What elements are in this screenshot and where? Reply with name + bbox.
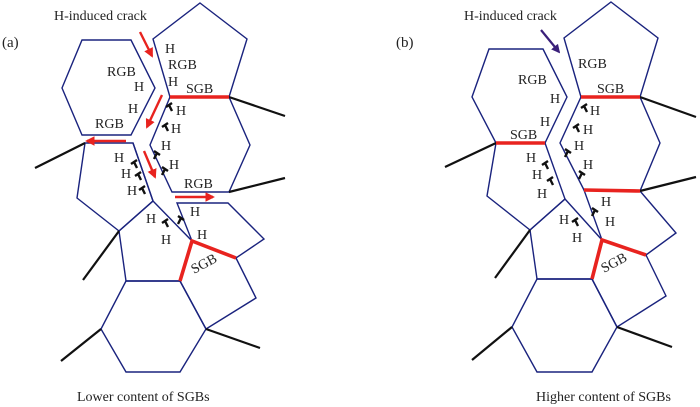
dislocation-symbol xyxy=(590,207,599,217)
h-label: H xyxy=(114,151,124,166)
external-boundaries-b xyxy=(444,95,697,361)
crack-arrows-a xyxy=(85,31,215,202)
panel-b: (b) H-induced crack xyxy=(396,1,697,405)
h-label: H xyxy=(171,122,181,137)
sgb-label: SGB xyxy=(597,82,624,97)
h-label: H xyxy=(601,195,611,210)
dislocation-symbol xyxy=(563,148,572,158)
dislocation-symbol xyxy=(160,166,169,176)
panel-label-b: (b) xyxy=(396,35,414,51)
sgb-bottom-a xyxy=(178,238,237,282)
dislocation-symbol xyxy=(176,215,185,225)
grain-bottom-hexagon xyxy=(100,280,207,373)
dislocation-symbol xyxy=(546,176,555,186)
crack-edge xyxy=(132,142,154,202)
h-label: H xyxy=(526,151,536,166)
dislocation-symbol xyxy=(580,103,589,113)
dislocations-b xyxy=(541,103,599,227)
arrow-icon xyxy=(138,31,154,58)
ext-boundary xyxy=(82,230,120,281)
ext-boundary xyxy=(616,325,673,349)
h-label: H xyxy=(169,158,179,173)
ext-boundary xyxy=(471,326,513,361)
grains-a xyxy=(61,2,266,373)
h-label: H xyxy=(590,104,600,119)
rgb-label: RGB xyxy=(107,65,136,80)
dislocation-symbol xyxy=(130,159,139,169)
dislocations-a xyxy=(130,102,185,228)
ext-boundary xyxy=(34,142,86,169)
caption-a: Lower content of SGBs xyxy=(77,390,210,405)
dislocation-symbol xyxy=(152,150,161,160)
h-label: H xyxy=(165,42,175,57)
rgb-label: RGB xyxy=(168,58,197,73)
dislocation-symbol xyxy=(161,122,170,132)
ext-boundary xyxy=(228,95,286,118)
arrow-icon xyxy=(540,29,561,54)
arrow-icon xyxy=(142,150,157,179)
sgb-label: SGB xyxy=(189,252,220,278)
h-label: H xyxy=(176,104,186,119)
h-label: H xyxy=(540,115,550,130)
dislocation-symbol xyxy=(572,123,581,133)
ext-boundary xyxy=(639,95,697,119)
grain-lower-right-pentagon xyxy=(179,240,257,330)
dislocation-symbol xyxy=(577,170,586,180)
rgb-label: RGB xyxy=(578,57,607,72)
h-label: H xyxy=(605,215,615,230)
h-label: H xyxy=(128,102,138,117)
h-label: H xyxy=(134,80,144,95)
grain-right-pentagon xyxy=(175,202,266,259)
dislocation-symbol xyxy=(161,218,170,228)
ext-boundary xyxy=(444,142,497,168)
h-label: H xyxy=(190,205,200,220)
rgb-label: RGB xyxy=(184,177,213,192)
h-label: H xyxy=(559,213,569,228)
h-label: H xyxy=(161,233,171,248)
ext-boundary xyxy=(228,176,286,194)
grain-bottom-hexagon xyxy=(511,278,618,373)
panel-label-a: (a) xyxy=(2,35,19,51)
dislocation-symbol xyxy=(134,171,143,181)
sgb-bottom-b xyxy=(590,237,647,280)
sgb-label: SGB xyxy=(186,82,213,97)
h-label: H xyxy=(574,139,584,154)
caption-b: Higher content of SGBs xyxy=(536,390,671,405)
grain-upper-left-hexagon xyxy=(61,39,156,136)
rgb-label: RGB xyxy=(518,73,547,88)
sgb-label: SGB xyxy=(510,128,537,143)
h-label: H xyxy=(197,228,207,243)
dislocation-symbol xyxy=(541,160,550,170)
h-label: H xyxy=(572,231,582,246)
h-label: H xyxy=(161,139,171,154)
h-label: H xyxy=(583,158,593,173)
h-label: H xyxy=(583,123,593,138)
sgb-middle-b xyxy=(583,188,641,193)
dislocation-symbol xyxy=(165,102,174,112)
crack-label-a: H-induced crack xyxy=(54,9,147,24)
ext-boundary xyxy=(205,327,261,350)
arrow-icon xyxy=(145,94,164,129)
grain-right-pentagon xyxy=(582,189,678,256)
panel-a: (a) H-induced crack xyxy=(2,2,286,405)
h-label: H xyxy=(532,168,542,183)
h-label: H xyxy=(168,75,178,90)
external-boundaries-a xyxy=(34,95,286,362)
crack-label-b: H-induced crack xyxy=(464,9,557,24)
h-label: H xyxy=(537,187,547,202)
dislocation-symbol xyxy=(571,217,580,227)
ext-boundary xyxy=(494,229,531,279)
h-label: H xyxy=(127,184,137,199)
grains-b xyxy=(471,1,678,373)
labels-a: H RGB H SGB RGB H H RGB H H H H RGB H H … xyxy=(95,42,220,278)
rgb-label: RGB xyxy=(95,117,124,132)
ext-boundary xyxy=(60,328,102,362)
h-label: H xyxy=(146,212,156,227)
grain-lower-right-pentagon xyxy=(591,239,667,328)
dislocation-symbol xyxy=(138,185,147,195)
h-label: H xyxy=(550,92,560,107)
h-label: H xyxy=(121,167,131,182)
ext-boundary xyxy=(639,175,697,193)
sgb-label: SGB xyxy=(599,251,630,277)
